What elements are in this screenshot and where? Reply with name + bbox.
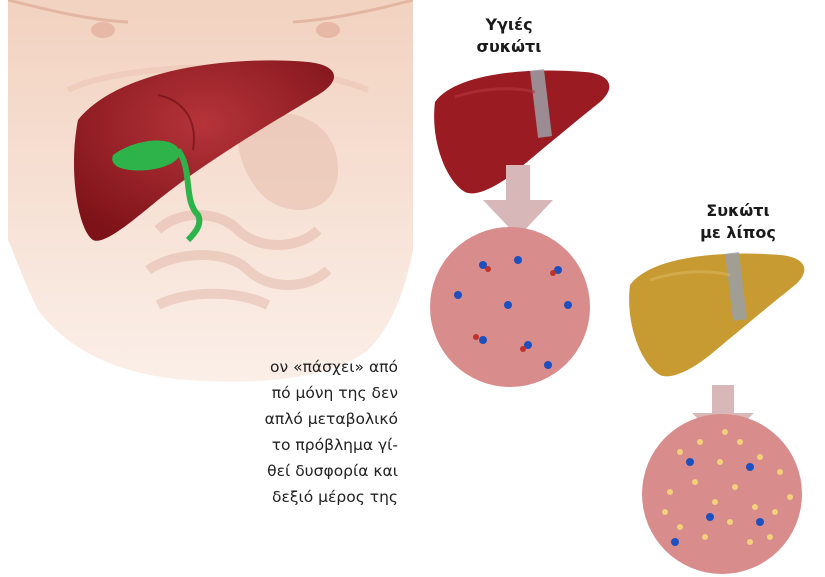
text-line: δεξιό μέρος της	[0, 484, 398, 510]
text-line: απλό μεταβολικό	[0, 406, 398, 432]
healthy-liver-label-line-1: Υγιές	[454, 14, 564, 36]
fatty-liver-label-line-2: με λίπος	[678, 222, 798, 244]
text-line: ον «πάσχει» από	[0, 354, 398, 380]
text-line: θεί δυσφορία και	[0, 458, 398, 484]
fatty-liver-label: Συκώτι με λίπος	[678, 200, 798, 244]
text-line: πό μόνη της δεν	[0, 380, 398, 406]
fatty-liver-tissue-circle	[640, 412, 804, 576]
fatty-liver-label-line-1: Συκώτι	[678, 200, 798, 222]
fatty-liver-illustration	[620, 245, 820, 385]
text-line: το πρόβλημα γί-	[0, 432, 398, 458]
healthy-liver-label: Υγιές συκώτι	[454, 14, 564, 58]
article-text-fragment: ον «πάσχει» από πό μόνη της δεν απλό μετ…	[0, 354, 398, 510]
healthy-liver-label-line-2: συκώτι	[454, 36, 564, 58]
healthy-liver-tissue-circle	[428, 225, 592, 389]
torso-illustration	[8, 0, 413, 385]
